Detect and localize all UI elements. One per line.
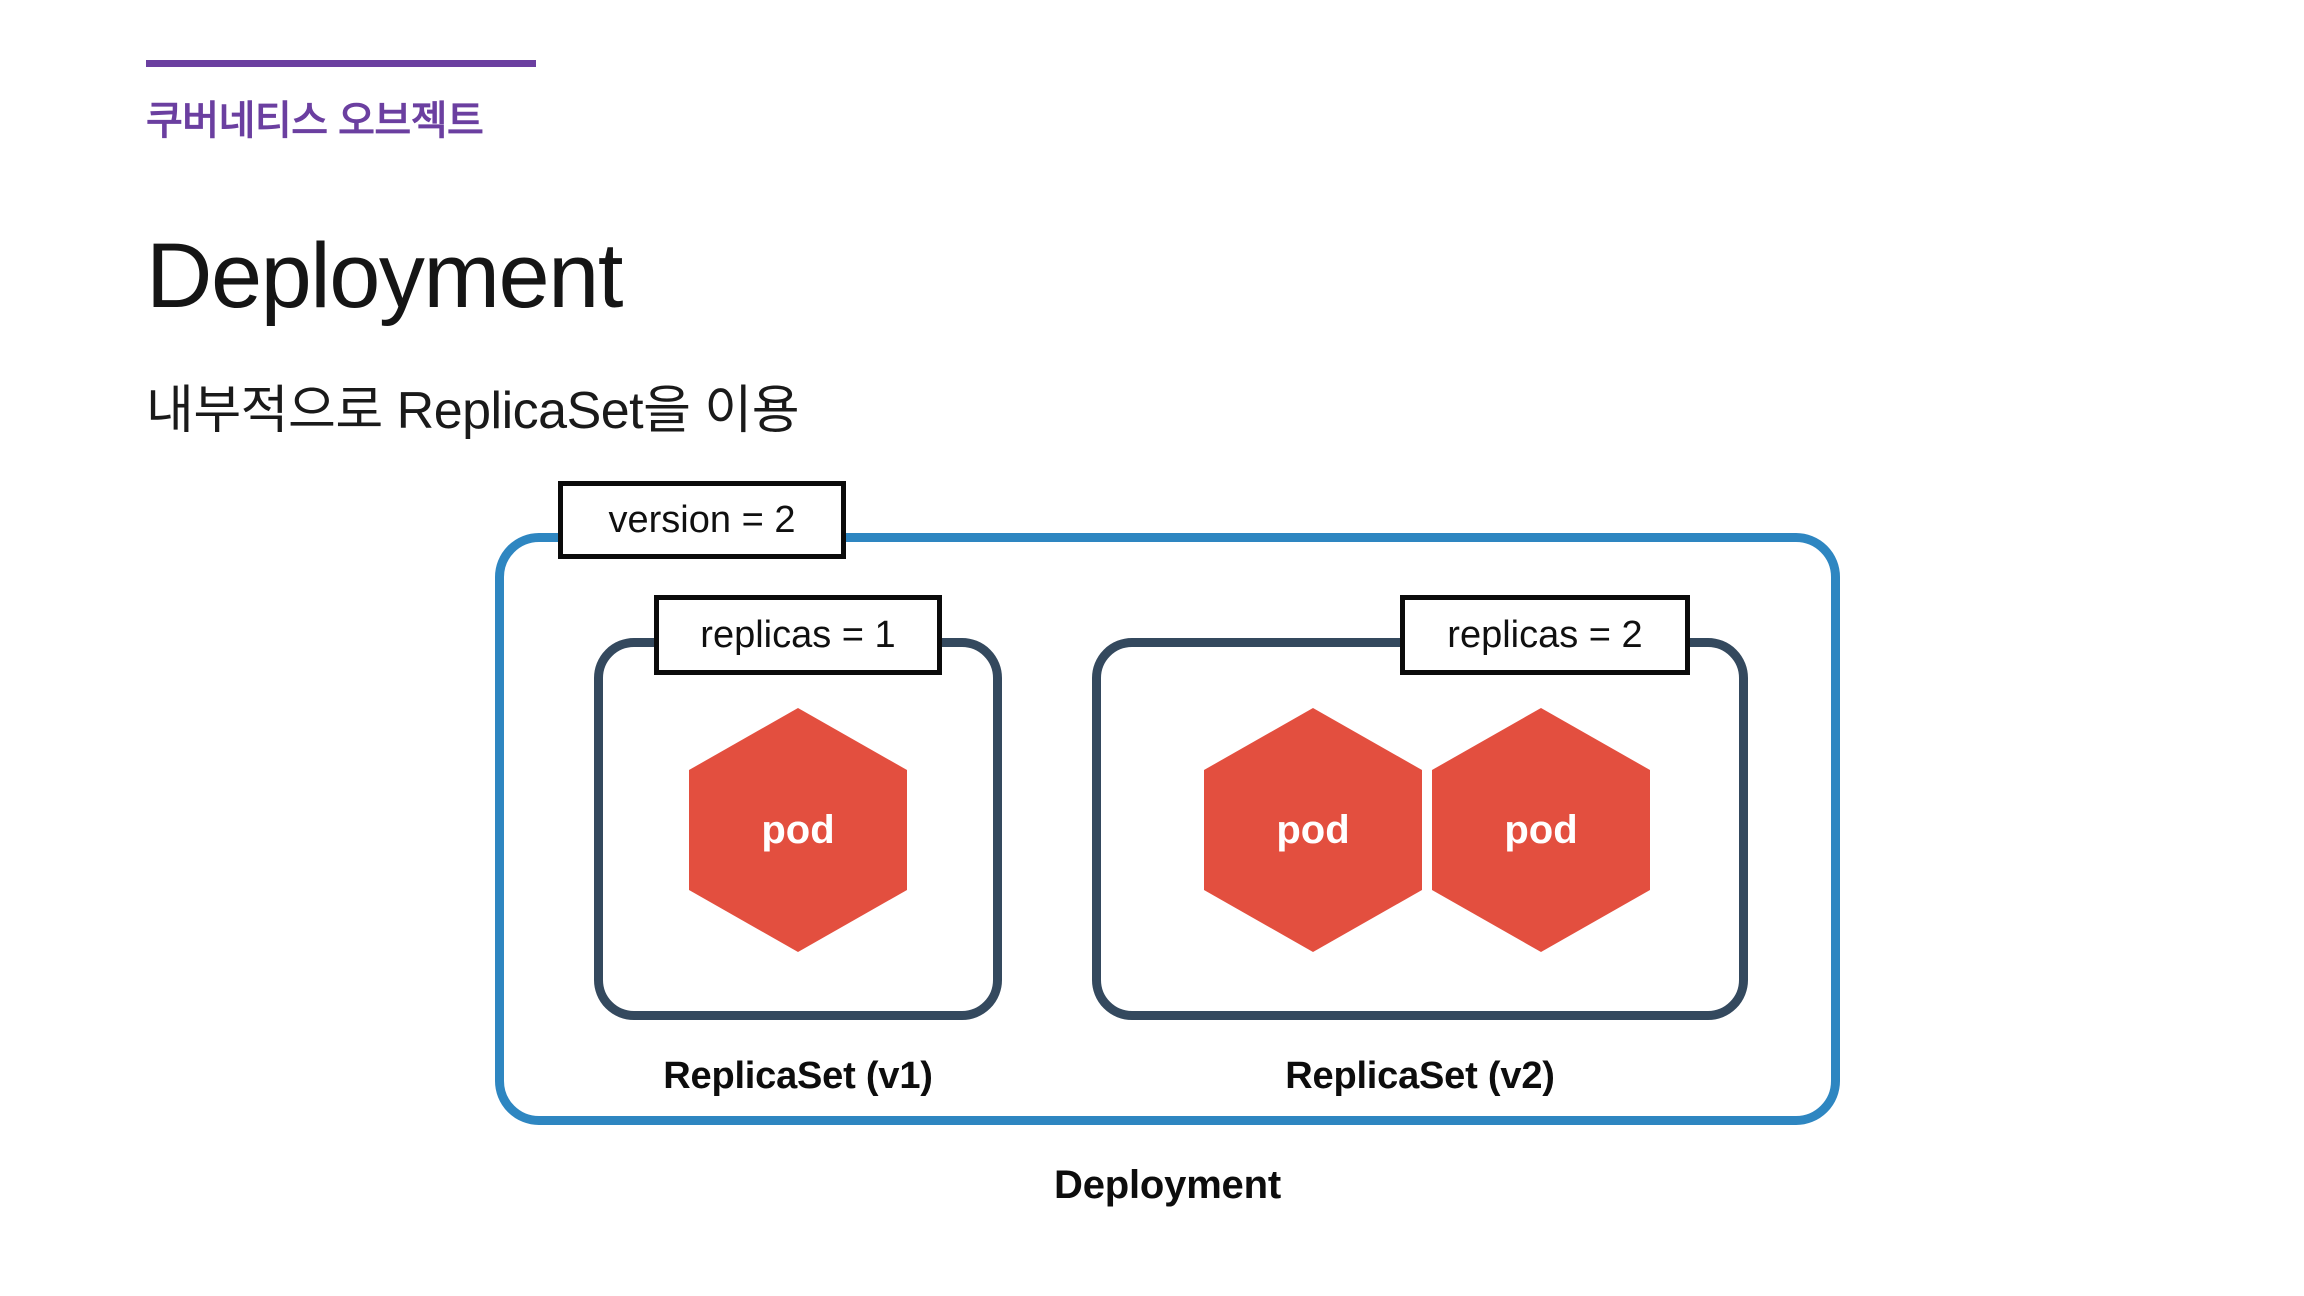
page-title: Deployment — [146, 225, 623, 327]
replicaset-v2-caption: ReplicaSet (v2) — [1285, 1055, 1555, 1097]
pod-shape-v2-1: pod — [1202, 706, 1424, 954]
pod-shape-v2-2: pod — [1430, 706, 1652, 954]
pod-shape-v1-1: pod — [687, 706, 909, 954]
replicaset-v1-replicas-chip: replicas = 1 — [654, 595, 942, 675]
page-subtitle: 내부적으로 ReplicaSet을 이용 — [146, 382, 800, 440]
deployment-container — [495, 533, 1840, 1125]
header-kicker: 쿠버네티스 오브젝트 — [146, 99, 484, 143]
deployment-version-chip: version = 2 — [558, 481, 846, 559]
deployment-caption: Deployment — [1054, 1163, 1281, 1207]
replicaset-v1-caption: ReplicaSet (v1) — [663, 1055, 933, 1097]
header-accent-rule — [146, 60, 536, 67]
replicaset-v2-replicas-chip: replicas = 2 — [1400, 595, 1690, 675]
